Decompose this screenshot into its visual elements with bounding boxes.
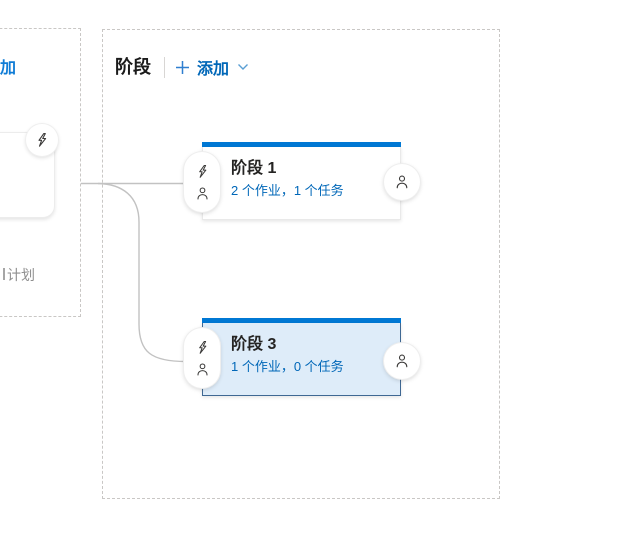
header-divider — [164, 56, 165, 78]
plus-icon — [175, 60, 190, 75]
stage-1-name: 阶段 1 — [231, 160, 277, 177]
artifacts-panel — [0, 28, 81, 317]
stages-panel — [102, 29, 500, 499]
lightning-icon — [195, 340, 210, 355]
chevron-down-icon — [237, 63, 249, 71]
stage-1-topbar — [202, 142, 401, 147]
stages-title: 阶段 — [115, 57, 151, 77]
add-stage-button[interactable]: 添加 — [175, 55, 249, 79]
stage-3-pre-deploy-conditions[interactable] — [184, 328, 220, 388]
add-stage-label: 添加 — [197, 61, 230, 78]
artifacts-add-button[interactable]: 加 — [0, 60, 17, 77]
stage-3-topbar — [202, 318, 401, 323]
person-icon — [394, 353, 410, 369]
stage-3-post-deploy-conditions[interactable] — [384, 343, 420, 379]
person-icon — [195, 362, 210, 377]
stages-header: 阶段 添加 — [115, 55, 249, 79]
artifact-trigger-badge[interactable] — [26, 124, 58, 156]
stage-card-3[interactable]: 阶段 3 1 个作业，0 个任务 — [202, 318, 401, 396]
clipped-text-fragment — [1, 268, 5, 280]
lightning-icon — [34, 132, 50, 148]
person-icon — [195, 186, 210, 201]
stage-card-1[interactable]: 阶段 1 2 个作业，1 个任务 — [202, 142, 401, 220]
schedule-label[interactable]: 计划 — [7, 267, 35, 283]
stage-3-summary[interactable]: 1 个作业，0 个任务 — [231, 359, 344, 374]
stage-1-summary[interactable]: 2 个作业，1 个任务 — [231, 183, 344, 198]
person-icon — [394, 174, 410, 190]
stage-3-name: 阶段 3 — [231, 336, 277, 353]
stage-1-post-deploy-conditions[interactable] — [384, 164, 420, 200]
lightning-icon — [195, 164, 210, 179]
stage-1-pre-deploy-conditions[interactable] — [184, 152, 220, 212]
